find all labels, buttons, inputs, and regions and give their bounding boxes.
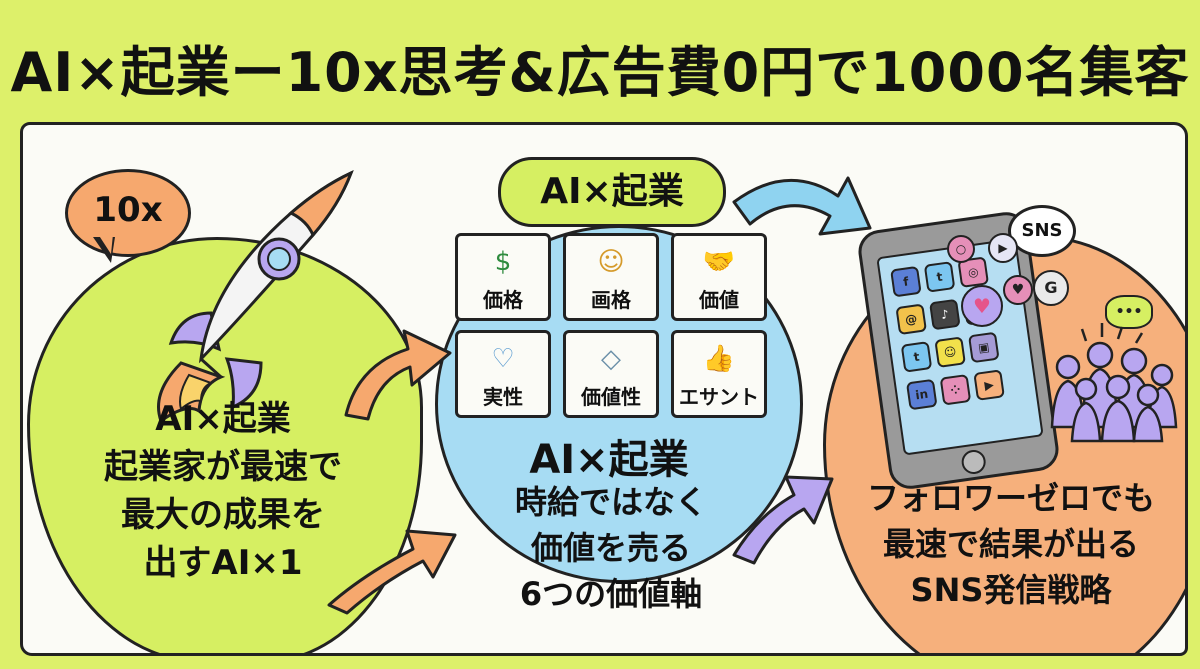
heart-small-icon: ♥: [1003, 275, 1033, 305]
value-card-3: 🤝 価値: [671, 233, 767, 321]
person-icon: ♡: [491, 344, 515, 374]
middle-line-3: 6つの価値軸: [519, 575, 703, 613]
value-card-1: $ 価格: [455, 233, 551, 321]
left-line-2: 最大の成果を: [121, 495, 325, 535]
arrow-left-lower-icon: [327, 529, 457, 615]
middle-description: 時給ではなく 価値を売る 6つの価値軸: [463, 479, 759, 617]
value-card-label: 価格: [483, 288, 523, 312]
value-card-label: 価値: [699, 288, 739, 312]
handshake-icon: 🤝: [702, 247, 736, 277]
right-line-3: SNS発信戦略: [910, 571, 1112, 609]
left-line-3: 出すAI×1: [143, 543, 303, 583]
app-icon: ▣: [968, 331, 1000, 364]
page-title: AI×起業ー10x思考&広告費0円で1000名集客: [10, 41, 1190, 104]
winged-face-icon: ☺: [597, 247, 625, 277]
snapchat-icon: ☺: [934, 336, 966, 368]
middle-heading: AI×起業: [529, 437, 689, 483]
arrow-middle-lower-icon: [732, 475, 834, 565]
app-grid-icon: ⁘: [939, 373, 972, 406]
linkedin-icon: in: [905, 378, 938, 411]
speech-bubble-10x: 10x: [65, 169, 191, 257]
value-card-5: ◇ 価値性: [563, 330, 659, 418]
value-card-label: エサント: [679, 385, 759, 409]
mail-icon: @: [895, 303, 928, 336]
twitter-icon: t: [923, 261, 956, 293]
heart-icon: ♥: [961, 285, 1003, 327]
value-card-4: ♡ 実性: [455, 330, 551, 418]
right-line-2: 最速で結果が出る: [882, 525, 1139, 563]
facebook-icon: f: [890, 265, 922, 298]
content-panel: 10x AI×起業 起業家が最速で 最大の成果を 出すAI×1: [20, 122, 1188, 656]
home-button: [960, 448, 988, 476]
rocket-icon: [157, 170, 354, 423]
speech-bubble-tail: [93, 234, 115, 263]
diamond-icon: ◇: [601, 344, 621, 374]
video-icon: ▶: [973, 369, 1005, 401]
middle-pill-label: AI×起業: [498, 157, 726, 227]
g-orb-icon: G: [1033, 270, 1069, 306]
middle-line-1: 時給ではなく: [514, 483, 707, 521]
money-icon: $: [494, 247, 512, 277]
arrow-middle-to-right-icon: [732, 176, 872, 236]
value-card-label: 価値性: [581, 385, 641, 409]
value-card-label: 実性: [483, 385, 523, 409]
sns-bubble: SNS: [1008, 205, 1076, 257]
middle-line-2: 価値を売る: [530, 529, 691, 567]
left-description: AI×起業 起業家が最速で 最大の成果を 出すAI×1: [53, 395, 393, 587]
right-line-1: フォロワーゼロでも: [866, 479, 1155, 517]
value-card-6: 👍 エサント: [671, 330, 767, 418]
play-orb-icon: ▶: [988, 233, 1018, 263]
tiktok-icon: ♪: [929, 298, 961, 331]
value-card-2: ☺ 画格: [563, 233, 659, 321]
badge-10x: 10x: [93, 190, 163, 230]
right-description: フォロワーゼロでも 最速で結果が出る SNS発信戦略: [821, 475, 1185, 613]
orb-icon: ○: [947, 235, 975, 263]
phone-screen: f t ◎ @ ♪ ▶ t ☺ ▣ in ⁘ ▶: [876, 237, 1044, 456]
thumbs-up-icon: 👍: [702, 344, 736, 374]
chat-bubble-icon: •••: [1105, 295, 1153, 329]
left-heading: AI×起業: [155, 399, 291, 439]
crowd-icon: [1050, 323, 1178, 443]
left-line-1: 起業家が最速で: [104, 447, 342, 487]
arrow-left-to-middle-icon: [344, 329, 452, 421]
twitter-icon-2: t: [900, 341, 933, 373]
value-card-label: 画格: [591, 288, 631, 312]
